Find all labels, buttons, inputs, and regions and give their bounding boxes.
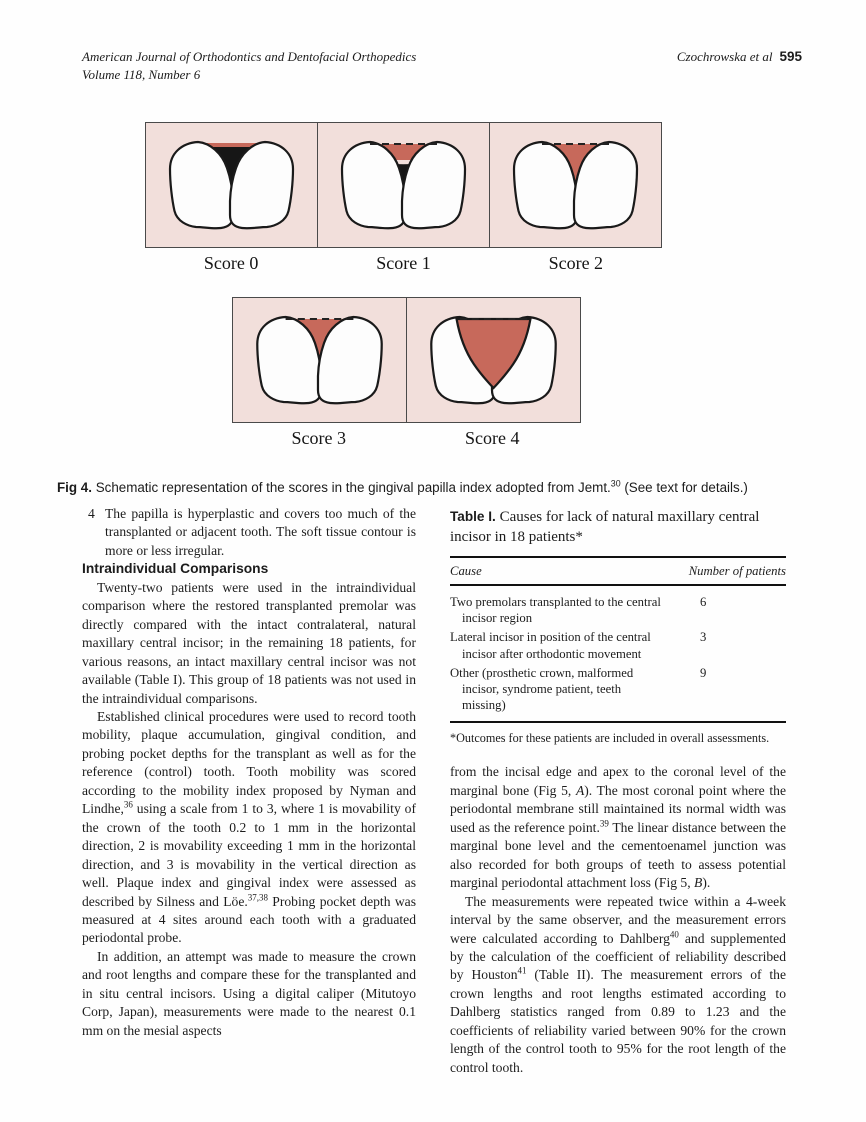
paragraph: In addition, an attempt was made to meas… [82, 948, 416, 1038]
header-authors: Czochrowska et al [676, 49, 773, 64]
papilla-fill [192, 143, 271, 149]
table-cell-patients: 9 [700, 665, 707, 680]
score-label: Score 1 [376, 253, 431, 273]
table-cell-patients: 6 [700, 595, 707, 609]
score-2-diagram [490, 123, 661, 247]
table-row: Lateral incisor in position of the centr… [450, 629, 786, 661]
table-1: Table I. Causes for lack of natural maxi… [450, 507, 786, 746]
figure-4-bottom-labels: Score 3 Score 4 [232, 428, 579, 449]
paragraph: Twenty-two patients were used in the int… [82, 579, 416, 706]
table-footnote: *Outcomes for these patients are include… [450, 731, 770, 746]
paragraph: from the incisal edge and apex to the co… [450, 764, 786, 891]
section-heading: Intraindividual Comparisons [82, 561, 269, 577]
score-label: Score 4 [465, 428, 520, 448]
right-column-text: from the incisal edge and apex to the co… [450, 763, 786, 1077]
figure-4-top-row [145, 122, 662, 248]
running-head-left: American Journal of Orthodontics and Den… [82, 48, 416, 83]
table-row: Other (prosthetic crown, malformed incis… [450, 665, 786, 714]
score-label: Score 2 [548, 253, 604, 273]
score-1-diagram [318, 123, 490, 247]
list-item-4: 4 The papilla is hyperplastic and covers… [82, 505, 416, 560]
list-item-text: The papilla is hyperplastic and covers t… [105, 506, 416, 558]
list-item-number: 4 [88, 506, 95, 521]
header-page-number: 595 [779, 49, 802, 64]
hyperplastic-papilla-fill [455, 317, 532, 390]
table-header-cause: Cause [450, 564, 482, 578]
figure-caption: Fig 4. Schematic representation of the s… [57, 478, 748, 496]
table-body: Two premolars transplanted to the centra… [450, 586, 786, 724]
running-head-right: Czochrowska et al 595 [677, 49, 802, 65]
table-cell-cause: Lateral incisor in position of the centr… [450, 630, 651, 661]
figure-4-bottom-row [232, 297, 581, 423]
score-label: Score 3 [291, 428, 346, 448]
journal-title: American Journal of Orthodontics and Den… [82, 49, 417, 64]
score-4-diagram [407, 298, 580, 422]
paragraph: The measurements were repeated twice wit… [450, 893, 786, 1075]
paragraph: Established clinical procedures were use… [82, 708, 416, 946]
right-column: Table I. Causes for lack of natural maxi… [450, 505, 786, 1077]
table-row: Two premolars transplanted to the centra… [450, 594, 786, 626]
table-cell-cause: Other (prosthetic crown, malformed incis… [450, 665, 634, 713]
table-header-row: Cause Number of patients [450, 556, 786, 586]
score-0-diagram [146, 123, 318, 247]
journal-volume: Volume 118, Number 6 [82, 66, 201, 82]
table-cell-cause: Two premolars transplanted to the centra… [450, 595, 661, 626]
score-3-diagram [233, 298, 407, 422]
table-header-patients: Number of patients [688, 564, 786, 578]
left-column: 4 The papilla is hyperplastic and covers… [82, 505, 416, 1040]
table-cell-patients: 3 [700, 630, 707, 645]
score-label: Score 0 [203, 253, 259, 273]
figure-4-top-labels: Score 0 Score 1 Score 2 [145, 253, 662, 274]
table-title: Table I. Causes for lack of natural maxi… [450, 509, 760, 545]
